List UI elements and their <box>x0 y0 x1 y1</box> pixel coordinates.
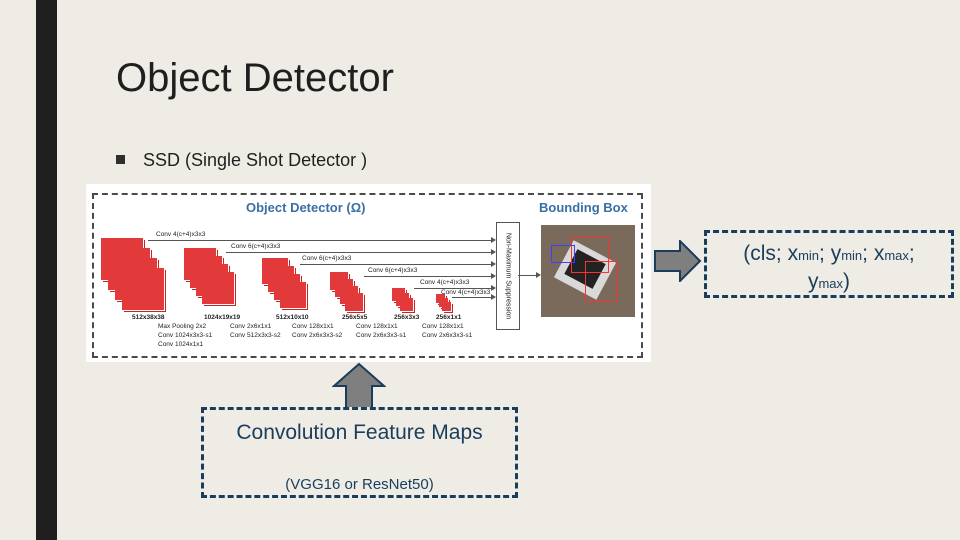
figure-dashed-frame <box>92 193 643 358</box>
output-text-part: y <box>807 270 819 293</box>
feature-size-label: 1024x19x19 <box>204 314 241 321</box>
arrow-line <box>226 252 491 253</box>
detection-photo <box>541 225 635 317</box>
op-label: Max Pooling 2x2 <box>158 323 207 330</box>
nms-label: Non-Maximum Suppression <box>504 232 512 320</box>
arrowhead-icon <box>491 237 496 243</box>
op-label: Conv 2x6x3x3-s2 <box>292 332 343 339</box>
arrow-line <box>148 240 491 241</box>
arrowhead-icon <box>491 261 496 267</box>
output-subscript: max <box>884 248 909 263</box>
arrow-line <box>452 297 491 298</box>
conv-label: Conv 6(c+4)x3x3 <box>231 243 281 250</box>
arrowhead-icon <box>536 272 541 278</box>
bullet-text: SSD (Single Shot Detector ) <box>143 150 368 170</box>
output-tuple-text: (cls; xmin; ymin; xmax; ymax) <box>707 241 951 297</box>
bullet-item: SSD (Single Shot Detector ) <box>116 150 367 171</box>
feature-maps-subtitle: (VGG16 or ResNet50) <box>285 476 434 493</box>
detection-box <box>571 237 609 273</box>
detection-box <box>585 261 617 301</box>
op-label: Conv 512x3x3-s2 <box>230 332 281 339</box>
feature-map <box>202 272 234 304</box>
conv-label: Conv 4(c+4)x3x3 <box>156 231 206 238</box>
feature-map <box>400 298 413 311</box>
left-accent-bar <box>36 0 57 540</box>
figure-title: Object Detector (Ω) <box>246 200 366 215</box>
arrowhead-icon <box>491 294 496 300</box>
feature-map <box>345 293 363 311</box>
op-label: Conv 2x6x1x1 <box>230 323 272 330</box>
op-label: Conv 2x6x3x3-s1 <box>422 332 473 339</box>
feature-maps-box: Convolution Feature Maps (VGG16 or ResNe… <box>201 407 518 498</box>
conv-label: Conv 6(c+4)x3x3 <box>302 255 352 262</box>
feature-size-label: 512x38x38 <box>132 314 165 321</box>
figure-bounding-box-label: Bounding Box <box>539 200 628 215</box>
output-text-part: ; <box>908 242 915 265</box>
feature-size-label: 256x1x1 <box>436 314 462 321</box>
output-text-part: ) <box>843 270 851 293</box>
op-label: Conv 128x1x1 <box>292 323 334 330</box>
conv-label: Conv 4(c+4)x3x3 <box>420 279 470 286</box>
arrowhead-icon <box>491 273 496 279</box>
op-label: Conv 128x1x1 <box>356 323 398 330</box>
output-tuple-box: (cls; xmin; ymin; xmax; ymax) <box>704 230 954 298</box>
slide-title: Object Detector <box>116 56 394 100</box>
feature-map <box>442 302 451 311</box>
conv-label: Conv 6(c+4)x3x3 <box>368 267 418 274</box>
conv-label: Conv 4(c+4)x3x3 <box>441 289 491 296</box>
output-subscript: min <box>841 248 863 263</box>
arrow-line <box>364 276 491 277</box>
output-text-part: ; y <box>819 242 842 265</box>
arrow-line <box>414 288 491 289</box>
op-label: Conv 1024x3x3-s1 <box>158 332 213 339</box>
arrow-line <box>300 264 491 265</box>
right-arrow-icon <box>654 240 702 282</box>
ssd-architecture-figure: Object Detector (Ω) Bounding Box Non-Max… <box>86 184 651 362</box>
output-text-part: (cls; x <box>743 242 799 265</box>
output-subscript: min <box>798 248 820 263</box>
output-subscript: max <box>818 276 844 291</box>
op-label: Conv 1024x1x1 <box>158 341 204 348</box>
feature-size-label: 512x10x10 <box>276 314 309 321</box>
arrowhead-icon <box>491 285 496 291</box>
op-label: Conv 2x6x3x3-s1 <box>356 332 407 339</box>
feature-size-label: 256x5x5 <box>342 314 368 321</box>
up-arrow-icon <box>332 362 386 409</box>
op-label: Conv 128x1x1 <box>422 323 464 330</box>
feature-size-label: 256x3x3 <box>394 314 420 321</box>
arrowhead-icon <box>491 249 496 255</box>
nms-block: Non-Maximum Suppression <box>496 222 520 330</box>
feature-map <box>122 268 164 310</box>
arrow-line <box>518 275 536 276</box>
feature-maps-title: Convolution Feature Maps <box>236 421 483 444</box>
output-text-part: ; x <box>862 242 885 265</box>
detection-box <box>551 245 575 263</box>
square-bullet-icon <box>116 154 125 164</box>
feature-map <box>280 282 306 308</box>
